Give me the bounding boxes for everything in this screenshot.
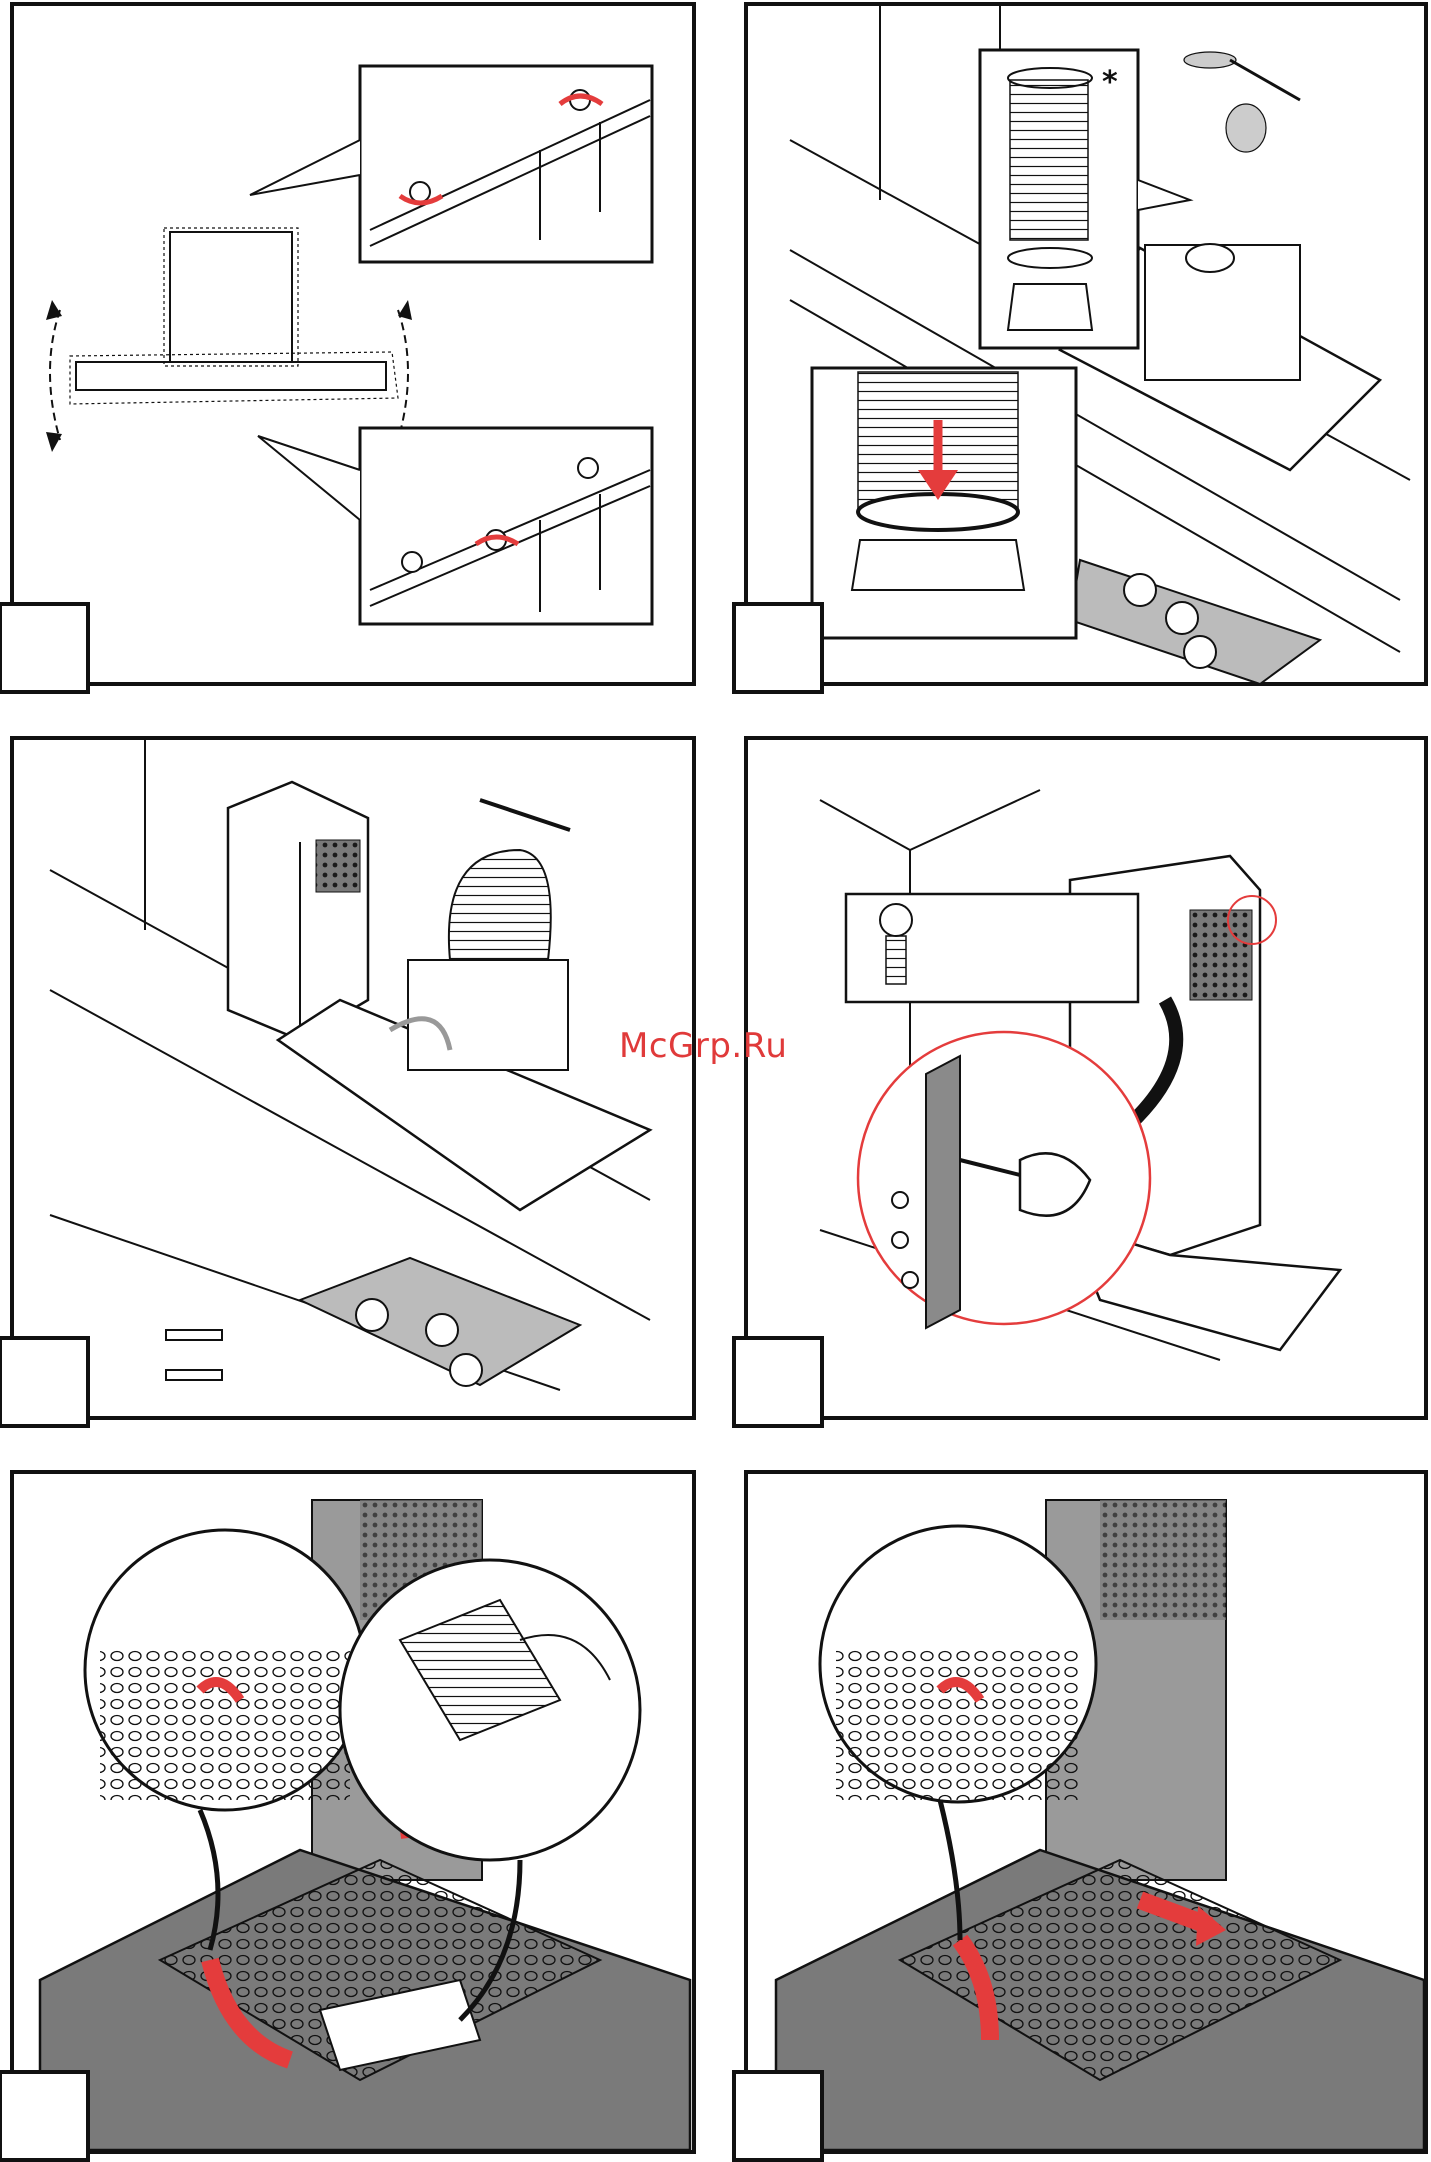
screw-inset xyxy=(846,894,1138,1002)
burner-icon xyxy=(1166,602,1198,634)
duct-outlet xyxy=(1226,104,1266,152)
screw-icon xyxy=(402,552,422,572)
burner-icon xyxy=(426,1314,458,1346)
duct-fit-inset xyxy=(812,368,1076,638)
panel-6 xyxy=(734,1472,1426,2160)
panel-2: * xyxy=(734,4,1426,692)
screw-icon xyxy=(570,90,590,110)
burner-icon xyxy=(1184,636,1216,668)
drawer-handle-icon xyxy=(166,1330,222,1340)
panel-3 xyxy=(0,738,694,1426)
optional-marker: * xyxy=(1102,65,1118,100)
panel-6-step-box xyxy=(734,2072,822,2160)
panel-2-step-box xyxy=(734,604,822,692)
burner-icon xyxy=(1124,574,1156,606)
watermark-text: McGrp.Ru xyxy=(619,1018,849,1074)
chimney-cover xyxy=(228,782,368,1040)
panel-5 xyxy=(0,1472,694,2160)
screw-icon xyxy=(578,458,598,478)
panel-5-step-box xyxy=(0,2072,88,2160)
panel-3-step-box xyxy=(0,1338,88,1426)
screw-icon xyxy=(880,904,912,936)
panel-4-step-box xyxy=(734,1338,822,1426)
adapter-ring-icon xyxy=(1008,284,1092,330)
burner-icon xyxy=(450,1354,482,1386)
panel-1-step-box xyxy=(0,604,88,692)
panel-4 xyxy=(734,738,1426,1426)
panel-1 xyxy=(0,4,694,692)
burner-icon xyxy=(356,1299,388,1331)
motor-box xyxy=(408,960,568,1070)
drawer-handle-icon xyxy=(166,1370,222,1380)
flex-duct-icon xyxy=(1010,80,1088,240)
screw-icon xyxy=(410,182,430,202)
